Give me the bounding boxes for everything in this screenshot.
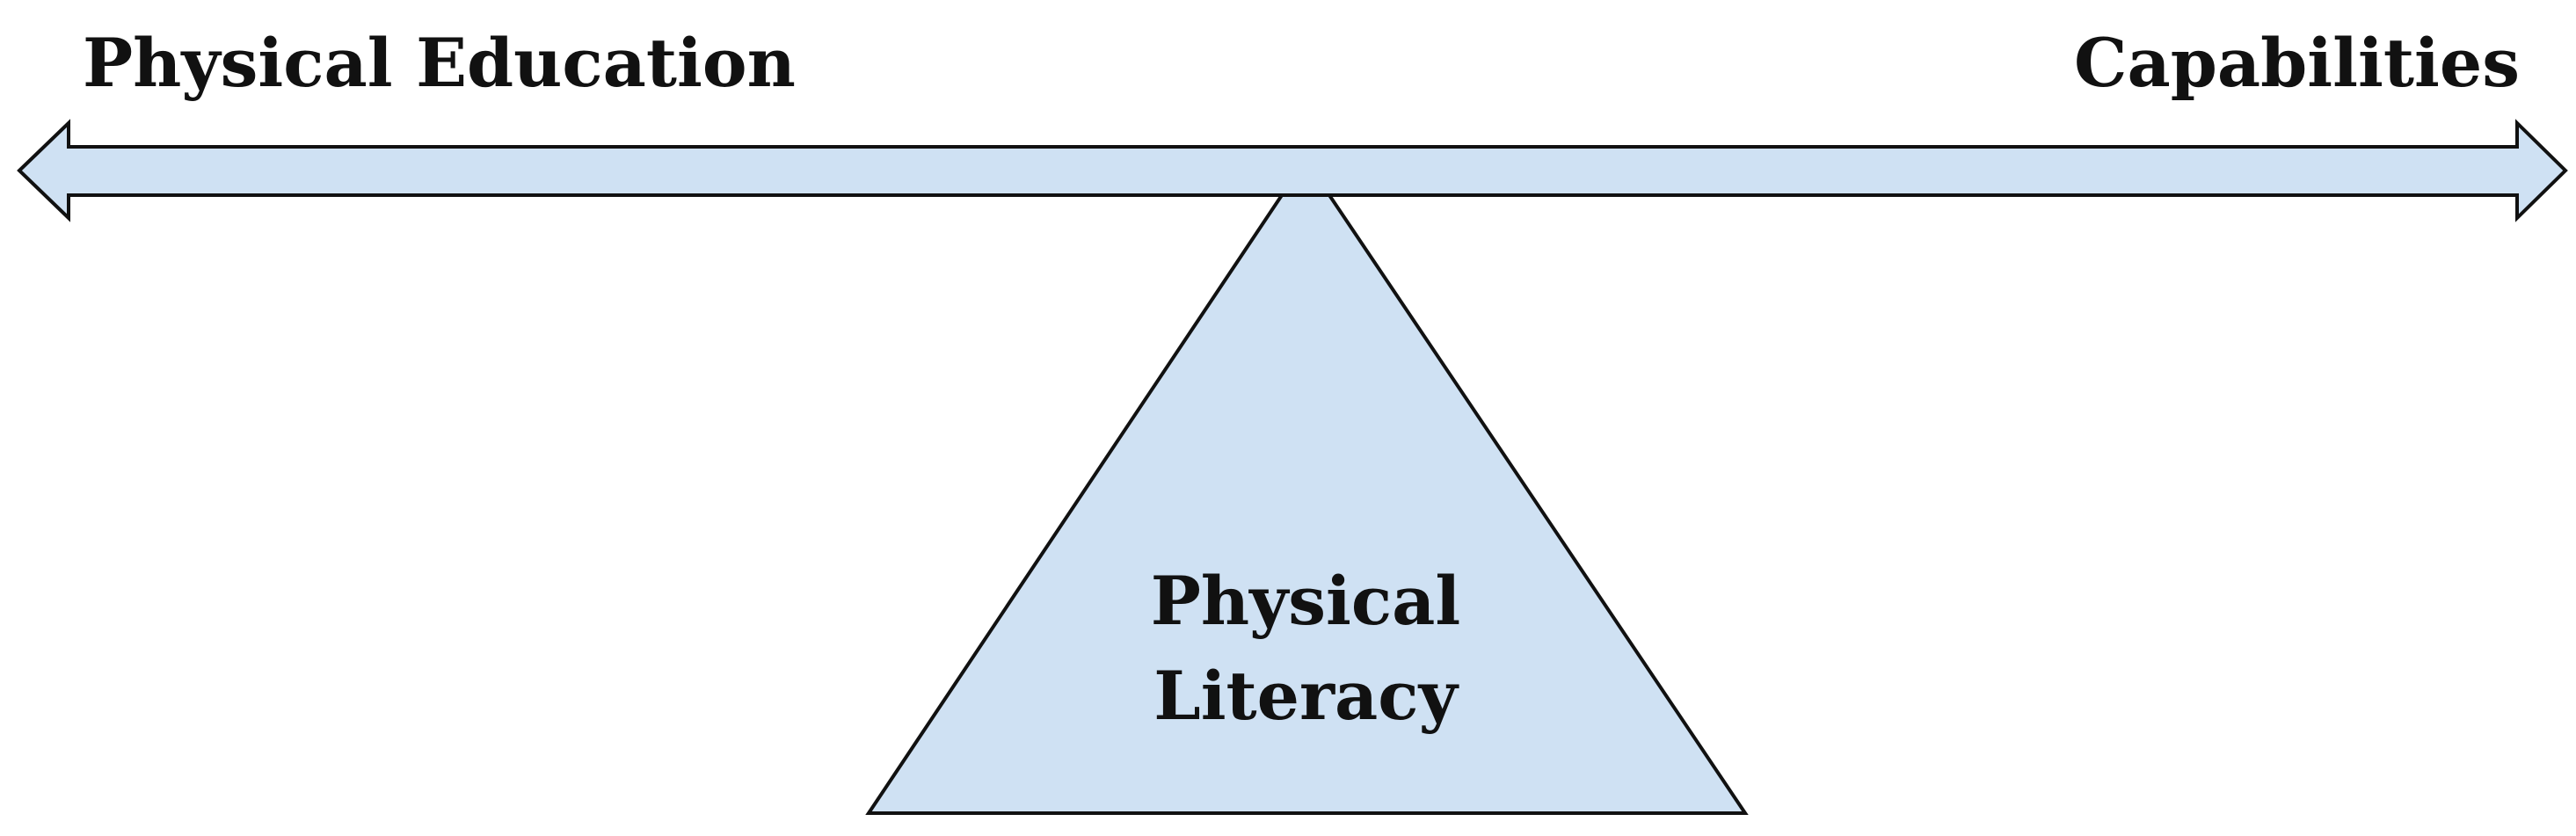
fulcrum-label-line2: Literacy [1153, 657, 1458, 735]
fulcrum-label: Physical Literacy [1130, 554, 1481, 744]
fulcrum-label-line1: Physical [1150, 562, 1461, 640]
right-end-label: Capabilities [2074, 24, 2520, 102]
double-arrow-beam [17, 119, 2568, 222]
left-end-label: Physical Education [83, 24, 796, 102]
